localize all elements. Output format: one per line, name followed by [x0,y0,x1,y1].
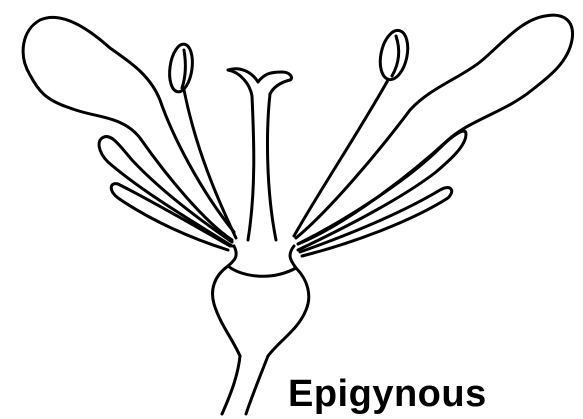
style-left-edge [228,70,254,240]
style-right-edge [268,94,276,240]
left-sepal-outer [99,137,232,246]
left-sepal-inner [111,184,230,250]
right-anther-line [392,36,399,76]
diagram-label: Epigynous [288,372,487,416]
left-anther-line [182,50,185,88]
left-anther [167,43,195,94]
pedicel [222,356,268,414]
right-petal [296,15,573,244]
receptacle-top [228,246,296,276]
left-stamen-filament [184,90,236,238]
inferior-ovary [213,266,309,356]
